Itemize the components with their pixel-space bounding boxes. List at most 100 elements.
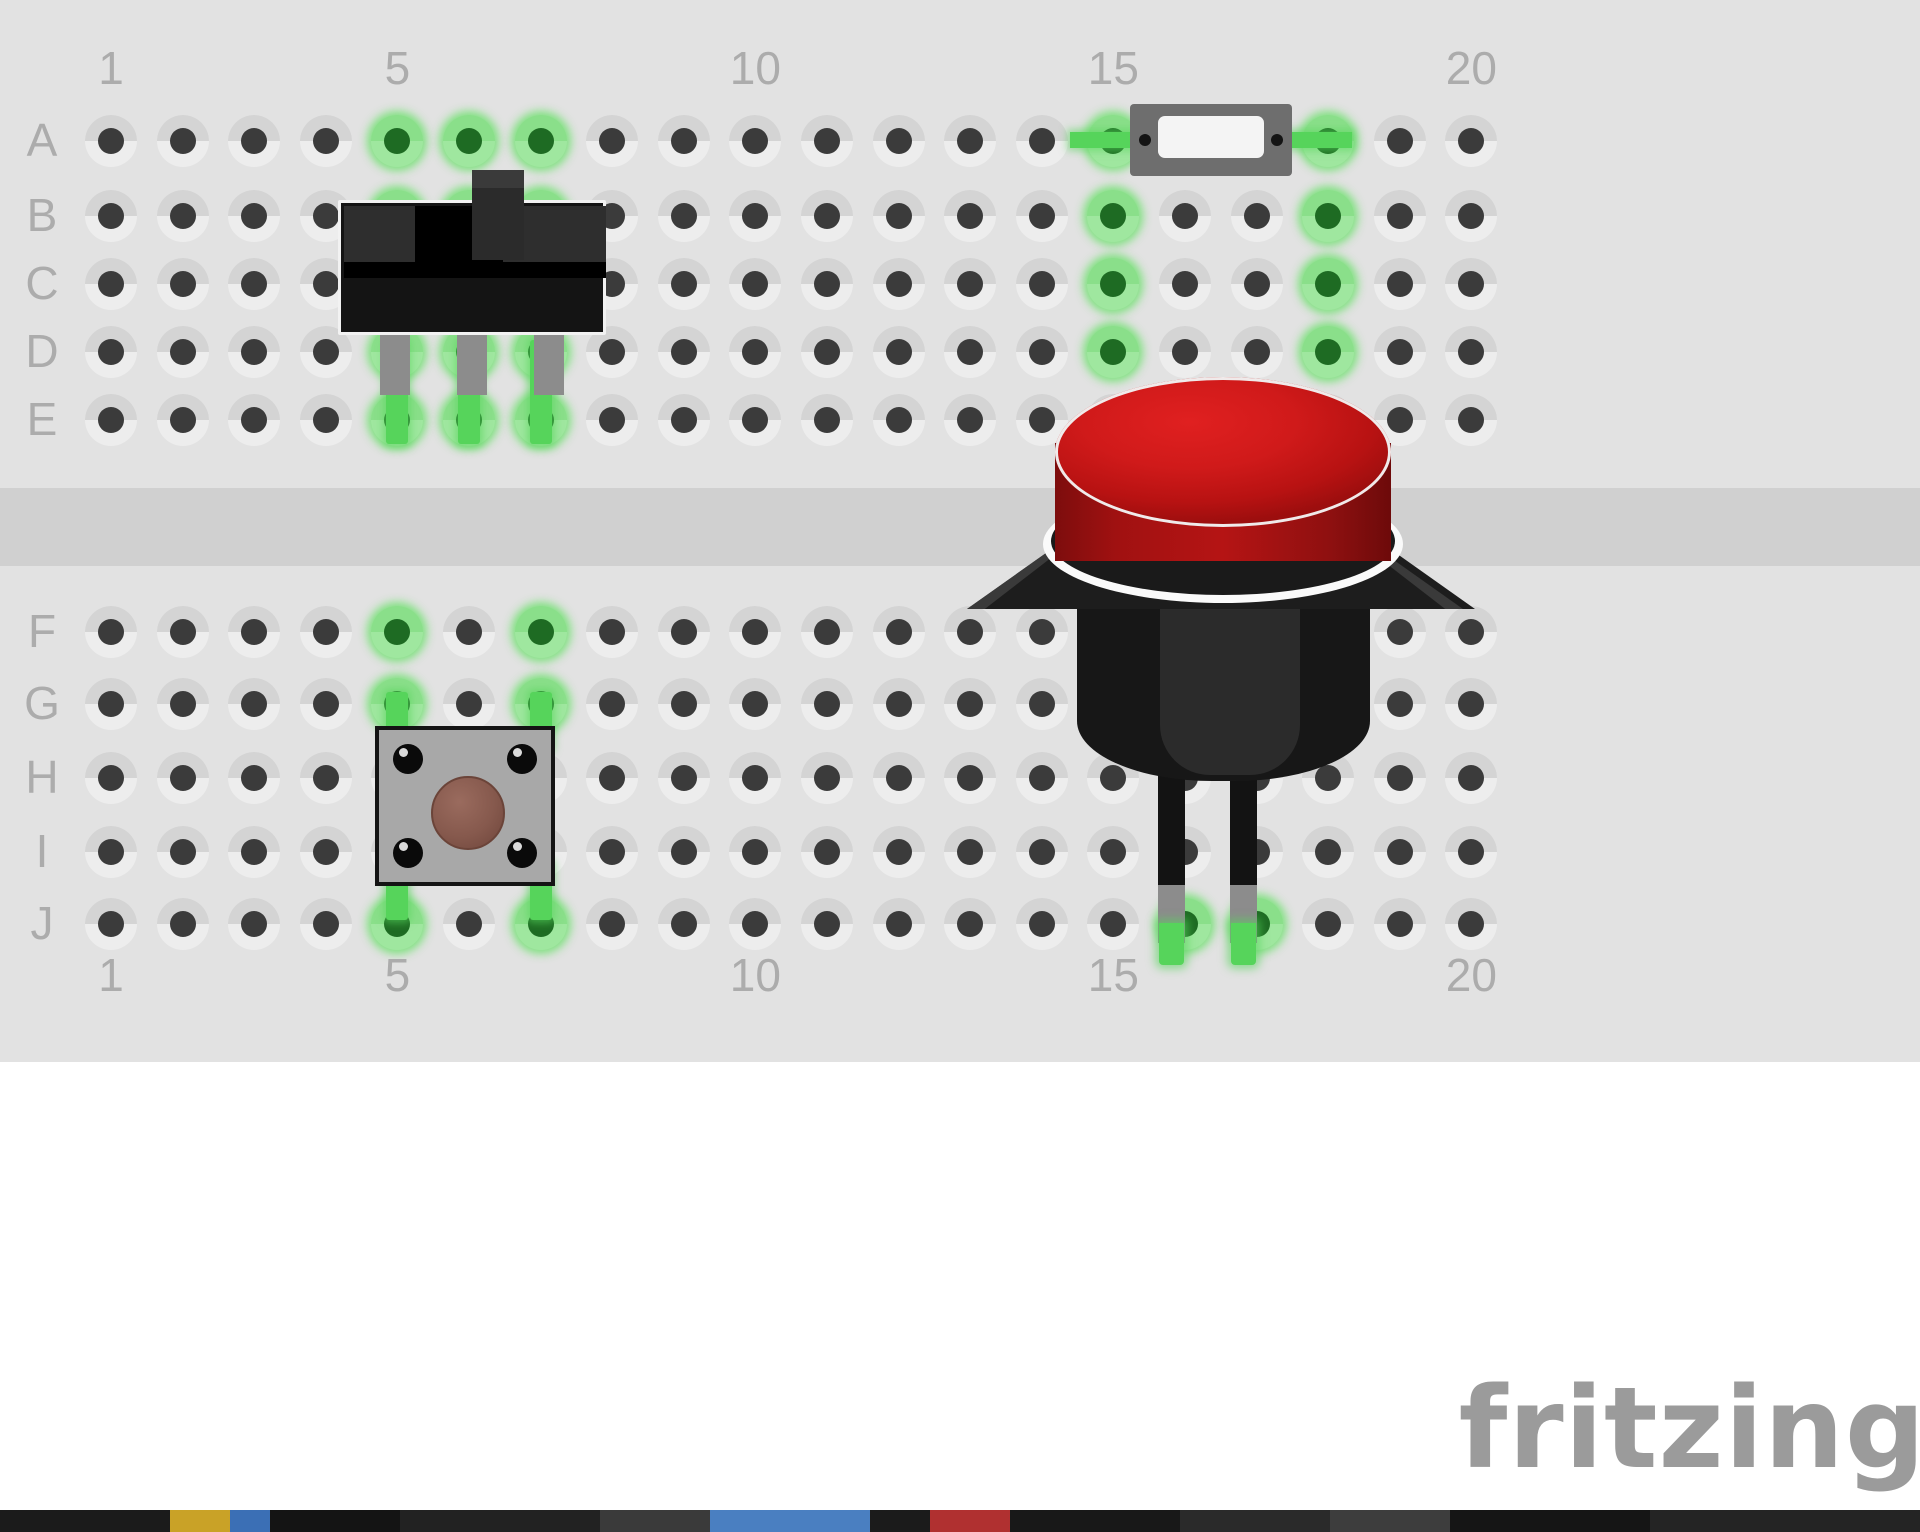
breadboard-hole-E9[interactable] [657,394,710,446]
breadboard-hole-B15[interactable] [1087,190,1140,242]
breadboard-hole-H2[interactable] [156,752,209,804]
breadboard-hole-G19[interactable] [1373,678,1426,730]
breadboard-hole-D10[interactable] [729,326,782,378]
breadboard-hole-A3[interactable] [228,115,281,167]
breadboard-hole-C11[interactable] [801,258,853,310]
breadboard-hole-C20[interactable] [1445,258,1498,310]
breadboard-hole-B12[interactable] [872,190,925,242]
breadboard-hole-J13[interactable] [944,898,997,950]
breadboard-hole-G2[interactable] [156,678,209,730]
breadboard-hole-C12[interactable] [872,258,925,310]
breadboard-hole-A2[interactable] [156,115,209,167]
breadboard-hole-D14[interactable] [1015,326,1068,378]
breadboard-hole-D12[interactable] [872,326,925,378]
breadboard-hole-J15[interactable] [1087,898,1140,950]
red-pushbutton[interactable] [955,365,1475,965]
breadboard-hole-B10[interactable] [729,190,782,242]
breadboard-hole-D16[interactable] [1159,326,1211,378]
breadboard-hole-E8[interactable] [586,394,639,446]
breadboard-hole-I9[interactable] [657,826,710,878]
breadboard-hole-I3[interactable] [228,826,281,878]
breadboard-hole-E19[interactable] [1373,394,1426,446]
breadboard-hole-F13[interactable] [944,606,997,658]
breadboard-hole-J19[interactable] [1373,898,1426,950]
breadboard-hole-H11[interactable] [801,752,853,804]
breadboard-hole-A6[interactable] [443,115,495,167]
breadboard-hole-E14[interactable] [1015,394,1068,446]
breadboard-hole-F11[interactable] [801,606,853,658]
breadboard-hole-C3[interactable] [228,258,281,310]
breadboard-hole-B9[interactable] [657,190,710,242]
breadboard-hole-J10[interactable] [729,898,782,950]
breadboard-hole-G1[interactable] [85,678,137,730]
breadboard-hole-C16[interactable] [1159,258,1211,310]
breadboard-hole-B11[interactable] [801,190,853,242]
breadboard-hole-I20[interactable] [1445,826,1498,878]
breadboard-hole-D13[interactable] [944,326,997,378]
breadboard-hole-E1[interactable] [85,394,137,446]
breadboard-hole-G12[interactable] [872,678,925,730]
breadboard-hole-I12[interactable] [872,826,925,878]
breadboard-hole-H4[interactable] [299,752,352,804]
breadboard-hole-J11[interactable] [801,898,853,950]
breadboard-hole-G10[interactable] [729,678,782,730]
breadboard-hole-J1[interactable] [85,898,137,950]
breadboard-hole-I8[interactable] [586,826,639,878]
breadboard-hole-I18[interactable] [1302,826,1355,878]
breadboard-hole-B20[interactable] [1445,190,1498,242]
breadboard-hole-A4[interactable] [299,115,352,167]
breadboard-hole-H9[interactable] [657,752,710,804]
breadboard-hole-F4[interactable] [299,606,352,658]
breadboard-hole-F8[interactable] [586,606,639,658]
breadboard-hole-E2[interactable] [156,394,209,446]
breadboard-hole-J20[interactable] [1445,898,1498,950]
breadboard-hole-C13[interactable] [944,258,997,310]
breadboard-hole-D17[interactable] [1230,326,1283,378]
breadboard-hole-J14[interactable] [1015,898,1068,950]
breadboard-hole-G14[interactable] [1015,678,1068,730]
breadboard-hole-D15[interactable] [1087,326,1140,378]
breadboard-hole-I13[interactable] [944,826,997,878]
breadboard-hole-F6[interactable] [443,606,495,658]
slide-switch[interactable] [338,170,606,395]
breadboard-hole-H10[interactable] [729,752,782,804]
breadboard-hole-D9[interactable] [657,326,710,378]
breadboard-hole-H12[interactable] [872,752,925,804]
breadboard-hole-E4[interactable] [299,394,352,446]
breadboard-hole-A11[interactable] [801,115,853,167]
breadboard-hole-D3[interactable] [228,326,281,378]
breadboard-hole-A10[interactable] [729,115,782,167]
breadboard-hole-G3[interactable] [228,678,281,730]
breadboard-hole-I1[interactable] [85,826,137,878]
breadboard-hole-A13[interactable] [944,115,997,167]
breadboard-hole-I10[interactable] [729,826,782,878]
breadboard-hole-B19[interactable] [1373,190,1426,242]
breadboard-hole-G6[interactable] [443,678,495,730]
breadboard-hole-I2[interactable] [156,826,209,878]
red-pushbutton-cap-top[interactable] [1055,377,1391,527]
breadboard-hole-D1[interactable] [85,326,137,378]
reed-switch[interactable] [1070,104,1352,176]
breadboard-hole-E3[interactable] [228,394,281,446]
breadboard-hole-E12[interactable] [872,394,925,446]
breadboard-hole-H20[interactable] [1445,752,1498,804]
breadboard-hole-F5[interactable] [371,606,424,658]
breadboard-hole-E13[interactable] [944,394,997,446]
breadboard-hole-C18[interactable] [1302,258,1355,310]
breadboard-hole-E10[interactable] [729,394,782,446]
breadboard-hole-G9[interactable] [657,678,710,730]
breadboard-hole-I15[interactable] [1087,826,1140,878]
breadboard-hole-D11[interactable] [801,326,853,378]
breadboard-hole-D19[interactable] [1373,326,1426,378]
breadboard-hole-F20[interactable] [1445,606,1498,658]
breadboard-hole-B3[interactable] [228,190,281,242]
breadboard-hole-H13[interactable] [944,752,997,804]
breadboard-hole-J18[interactable] [1302,898,1355,950]
breadboard-hole-A8[interactable] [586,115,639,167]
breadboard-hole-G11[interactable] [801,678,853,730]
breadboard-hole-J8[interactable] [586,898,639,950]
breadboard-hole-J2[interactable] [156,898,209,950]
breadboard-hole-F7[interactable] [514,606,567,658]
breadboard-hole-G8[interactable] [586,678,639,730]
breadboard-hole-E11[interactable] [801,394,853,446]
